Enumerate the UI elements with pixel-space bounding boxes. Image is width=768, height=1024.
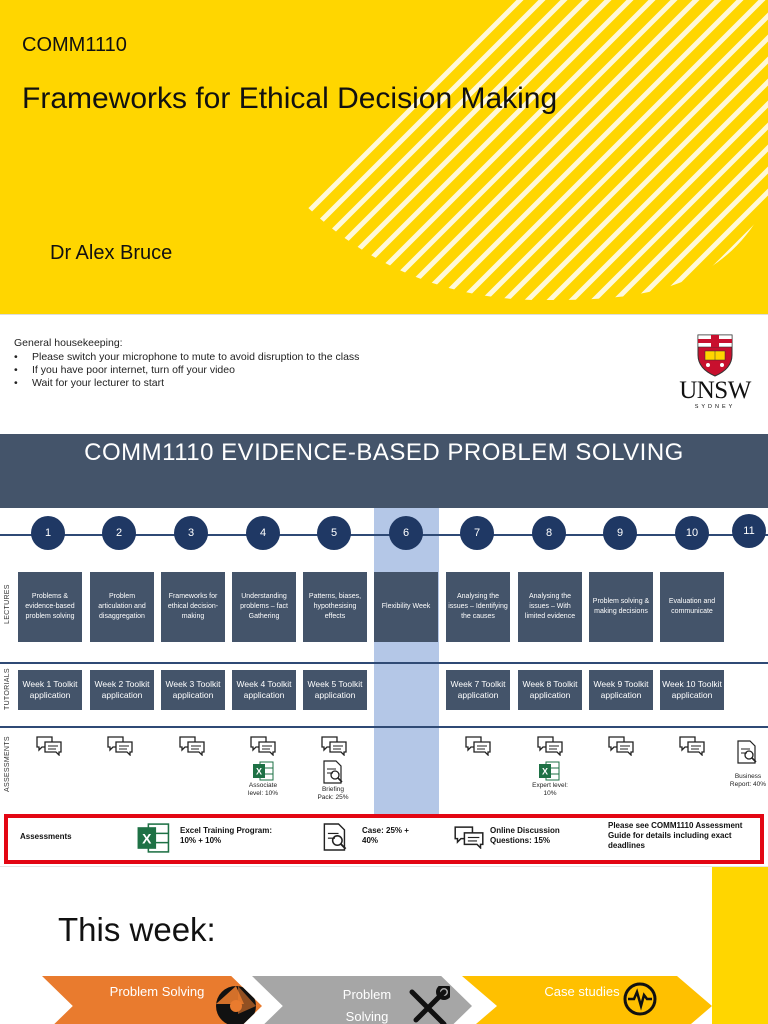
housekeeping-list: Please switch your microphone to mute to… (14, 351, 359, 390)
lecture-box: Evaluation and communicate (660, 572, 724, 642)
assessments-label: Assessments (20, 832, 72, 841)
step-chevron: Case studies (462, 976, 712, 1024)
week-timeline (0, 534, 768, 536)
lecture-box: Analysing the issues – With limited evid… (518, 572, 582, 642)
presenter-name: Dr Alex Bruce (50, 242, 173, 264)
step-chevron: Problem Solving (252, 976, 472, 1024)
this-week-heading: This week: (58, 911, 216, 948)
discussion-chat-icon (454, 826, 484, 849)
row-divider (0, 662, 768, 664)
tutorial-box: Week 10 Toolkit application (660, 670, 724, 710)
week-marker: 9 (603, 516, 637, 550)
step-label: Problem Solving (342, 987, 392, 1024)
assessment-summary-bar: Assessments X Excel Training Program: 10… (4, 814, 764, 864)
case-report-icon (323, 823, 347, 851)
diagonal-stripe-pattern (234, 0, 768, 300)
accent-strip (712, 867, 768, 1024)
week-marker: 3 (174, 516, 208, 550)
unsw-crest-icon (697, 334, 733, 377)
case-summary: Case: 25% + 40% (362, 826, 409, 845)
discussion-chat-icon (250, 736, 276, 756)
lecture-title: Frameworks for Ethical Decision Making (22, 82, 558, 115)
discussion-chat-icon (608, 736, 634, 756)
lecture-box: Analysing the issues – Identifying the c… (446, 572, 510, 642)
week-marker: 5 (317, 516, 351, 550)
discussion-chat-icon (321, 736, 347, 756)
this-week-slide: This week: Problem Solving Problem Solvi… (0, 866, 768, 1024)
step-label: Case studies (544, 984, 620, 999)
week-marker: 2 (102, 516, 136, 550)
week-marker: 4 (246, 516, 280, 550)
lecture-box: Patterns, biases, hypothesising effects (303, 572, 367, 642)
week-marker: 11 (732, 514, 766, 548)
business-report-note: Business Report: 40% (729, 773, 767, 788)
briefing-pack-note: Briefing Pack: 25% (317, 786, 349, 801)
week-marker: 10 (675, 516, 709, 550)
week-marker: 8 (532, 516, 566, 550)
aperture-icon (216, 986, 256, 1024)
course-code: COMM1110 (22, 34, 127, 56)
lecture-box: Problem solving & making decisions (589, 572, 653, 642)
lecture-box: Frameworks for ethical decision-making (161, 572, 225, 642)
tutorial-box: Week 1 Toolkit application (18, 670, 82, 710)
housekeeping-item: If you have poor internet, turn off your… (14, 364, 359, 377)
discussion-chat-icon (537, 736, 563, 756)
tutorial-box: Week 9 Toolkit application (589, 670, 653, 710)
tutorial-box: Week 7 Toolkit application (446, 670, 510, 710)
svg-text:X: X (256, 767, 262, 777)
lecture-box: Flexibility Week (374, 572, 438, 642)
discussion-summary: Online Discussion Questions: 15% (490, 826, 560, 845)
lecture-box: Understanding problems – fact Gathering (232, 572, 296, 642)
expert-level-note: Expert level: 10% (532, 782, 568, 797)
discussion-chat-icon (179, 736, 205, 756)
tutorial-box: Week 3 Toolkit application (161, 670, 225, 710)
unsw-wordmark: UNSW (679, 377, 751, 404)
tutorial-box: Week 2 Toolkit application (90, 670, 154, 710)
housekeeping-item: Wait for your lecturer to start (14, 377, 359, 390)
discussion-chat-icon (465, 736, 491, 756)
excel-icon: X (137, 823, 170, 853)
tools-icon (409, 986, 450, 1024)
associate-level-note: Associate level: 10% (248, 782, 278, 797)
excel-program-summary: Excel Training Program: 10% + 10% (180, 826, 273, 845)
overview-banner: COMM1110 EVIDENCE-BASED PROBLEM SOLVING (0, 434, 768, 508)
step-chevron: Problem Solving (42, 976, 262, 1024)
week-marker: 1 (31, 516, 65, 550)
excel-icon: X (539, 761, 560, 781)
svg-text:X: X (142, 830, 152, 846)
assessment-guide-note: Please see COMM1110 Assessment Guide for… (608, 821, 743, 850)
row-divider (0, 726, 768, 728)
housekeeping-slide: General housekeeping: Please switch your… (0, 314, 768, 434)
housekeeping-item: Please switch your microphone to mute to… (14, 351, 359, 364)
step-label: Problem Solving (109, 984, 205, 999)
svg-text:X: X (542, 767, 548, 777)
unsw-subtitle: SYDNEY (694, 404, 736, 410)
tutorials-row-label: TUTORIALS (4, 668, 11, 710)
tutorial-box: Week 8 Toolkit application (518, 670, 582, 710)
tutorial-box: Week 4 Toolkit application (232, 670, 296, 710)
lecture-box: Problem articulation and disaggregation (90, 572, 154, 642)
course-overview-slide: COMM1110 EVIDENCE-BASED PROBLEM SOLVING … (0, 434, 768, 866)
pulse-circle-icon (623, 982, 657, 1016)
discussion-chat-icon (679, 736, 705, 756)
assessments-row-label: ASSESSMENTS (4, 736, 11, 792)
week-marker: 6 (389, 516, 423, 550)
discussion-chat-icon (107, 736, 133, 756)
lectures-row-label: LECTURES (4, 584, 11, 624)
excel-icon: X (253, 761, 274, 781)
lecture-box: Problems & evidence-based problem solvin… (18, 572, 82, 642)
title-slide: COMM1110 Frameworks for Ethical Decision… (0, 0, 768, 314)
discussion-chat-icon (36, 736, 62, 756)
tutorial-box: Week 5 Toolkit application (303, 670, 367, 710)
week-marker: 7 (460, 516, 494, 550)
overview-title: COMM1110 EVIDENCE-BASED PROBLEM SOLVING (84, 439, 684, 466)
briefing-report-icon (323, 760, 343, 784)
housekeeping-heading: General housekeeping: (14, 337, 123, 349)
business-report-icon (737, 740, 757, 764)
